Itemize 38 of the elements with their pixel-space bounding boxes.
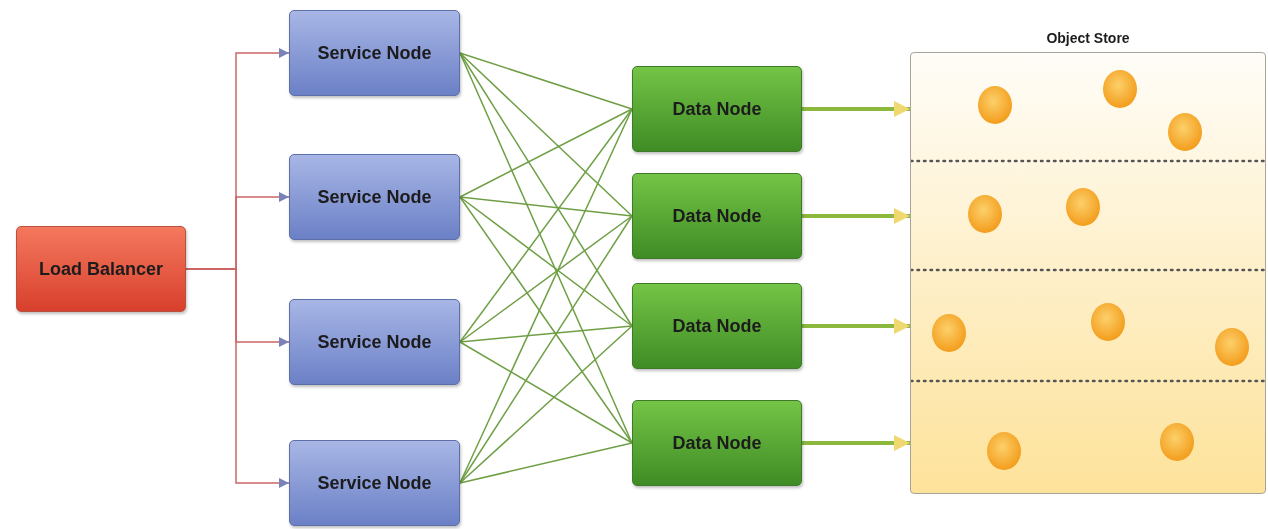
data-box — [632, 173, 802, 259]
arrow — [802, 318, 910, 334]
arrow — [185, 268, 290, 489]
box-label: Data Node — [672, 432, 762, 454]
service-box — [289, 440, 460, 526]
connector-line — [459, 196, 633, 327]
service-box — [289, 10, 460, 96]
box-label: Service Node — [317, 472, 432, 494]
data-box — [632, 400, 802, 486]
data-box — [632, 66, 802, 152]
arrow — [802, 435, 910, 451]
service-box — [289, 299, 460, 385]
connector-line — [459, 108, 633, 343]
arrow — [802, 101, 910, 117]
box-label: Service Node — [317, 42, 432, 64]
balancer-box — [16, 226, 186, 312]
box-label: Data Node — [672, 98, 762, 120]
box-label: Load Balancer — [38, 258, 163, 280]
box-label: Service Node — [317, 331, 432, 353]
connector-line — [459, 215, 633, 484]
connector-line — [459, 215, 633, 343]
connector-line — [459, 442, 633, 484]
box-label: Data Node — [672, 205, 762, 227]
connector-line — [459, 108, 633, 198]
connector-line — [459, 196, 633, 444]
connector-line — [459, 325, 633, 343]
data-box — [632, 283, 802, 369]
connector-line — [459, 341, 633, 444]
panel-title: Object Store — [1045, 30, 1131, 46]
connector-line — [459, 196, 633, 217]
service-box — [289, 154, 460, 240]
connector-line — [459, 52, 633, 327]
box-label: Service Node — [317, 186, 432, 208]
connector-line — [459, 52, 633, 217]
box-label: Data Node — [672, 315, 762, 337]
connector-line — [459, 325, 633, 484]
arrow — [802, 208, 910, 224]
connector-line — [459, 52, 633, 110]
